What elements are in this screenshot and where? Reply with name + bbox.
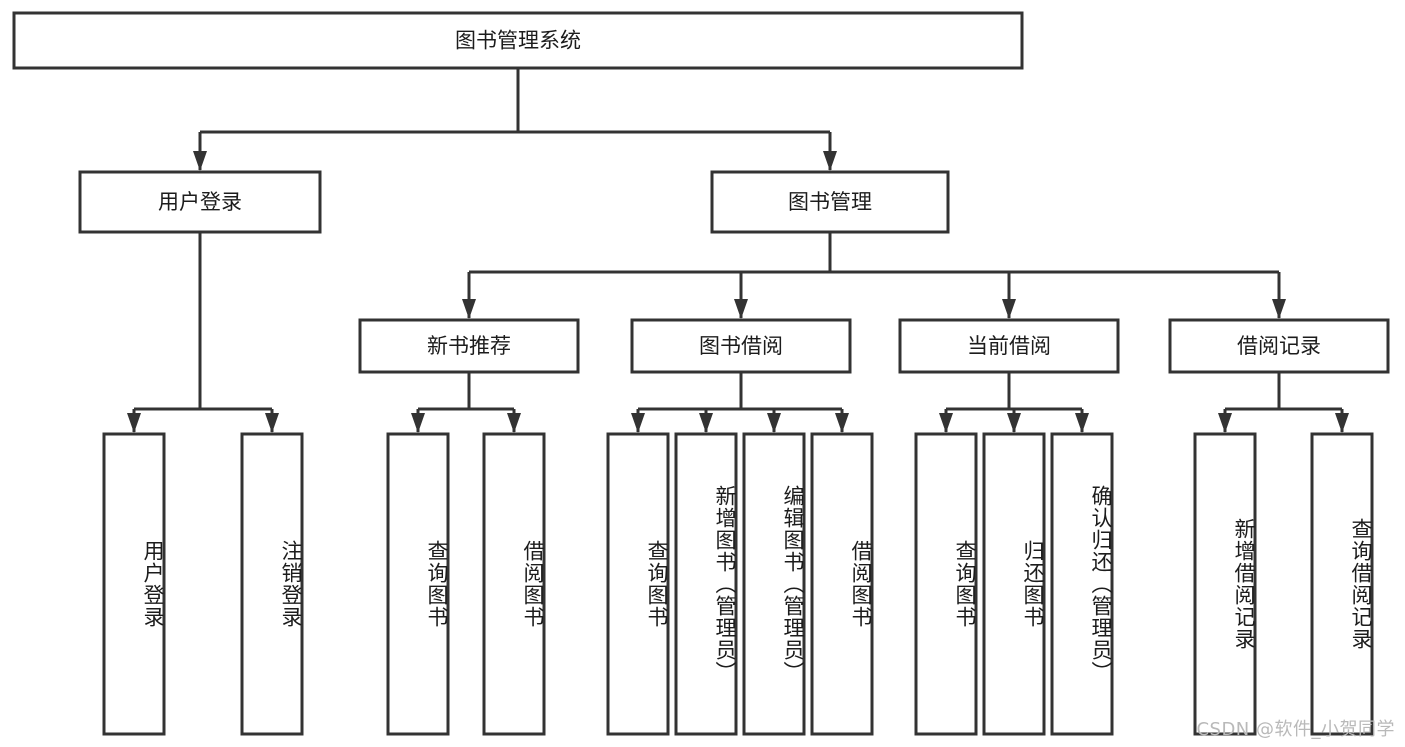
node-leaf-9[interactable] — [982, 432, 1046, 736]
arrow-head-icon — [699, 413, 713, 433]
node-level3-0[interactable] — [358, 318, 580, 374]
node-level3-label-0: 新书推荐 — [427, 334, 511, 358]
node-leaf-8[interactable] — [914, 432, 978, 736]
node-leaf-4[interactable] — [606, 432, 670, 736]
node-root-label: 图书管理系统 — [455, 29, 581, 53]
arrow-head-icon — [631, 413, 645, 433]
node-leaf-0[interactable] — [102, 432, 166, 736]
arrow-head-icon — [1218, 413, 1232, 433]
arrow-head-icon — [1272, 299, 1286, 319]
node-level2-1[interactable] — [710, 170, 950, 234]
node-leaf-12[interactable] — [1310, 432, 1374, 736]
node-leaf-10[interactable] — [1050, 432, 1114, 736]
arrow-head-icon — [835, 413, 849, 433]
node-level3-2[interactable] — [898, 318, 1120, 374]
node-level2-label-1: 图书管理 — [788, 190, 872, 214]
arrow-head-icon — [507, 413, 521, 433]
node-leaf-6[interactable] — [742, 432, 806, 736]
arrow-head-icon — [411, 413, 425, 433]
arrow-head-icon — [767, 413, 781, 433]
node-leaf-7[interactable] — [810, 432, 874, 736]
arrow-head-icon — [127, 413, 141, 433]
boxes-layer — [12, 11, 1390, 736]
node-level2-label-0: 用户登录 — [158, 190, 242, 214]
arrow-head-icon — [823, 151, 837, 171]
node-leaf-2[interactable] — [386, 432, 450, 736]
arrow-head-icon — [462, 299, 476, 319]
arrow-head-icon — [939, 413, 953, 433]
arrow-head-icon — [1335, 413, 1349, 433]
node-leaf-5[interactable] — [674, 432, 738, 736]
node-leaf-3[interactable] — [482, 432, 546, 736]
node-root[interactable] — [12, 11, 1024, 70]
arrow-head-icon — [734, 299, 748, 319]
connectors-layer — [127, 68, 1349, 433]
arrow-head-icon — [1007, 413, 1021, 433]
arrow-head-icon — [265, 413, 279, 433]
node-leaf-1[interactable] — [240, 432, 304, 736]
arrow-head-icon — [1075, 413, 1089, 433]
node-level2-0[interactable] — [78, 170, 322, 234]
watermark-text: CSDN @软件_小贺同学 — [1196, 719, 1395, 740]
node-level3-label-2: 当前借阅 — [967, 334, 1051, 358]
node-leaf-11[interactable] — [1193, 432, 1257, 736]
node-level3-label-1: 图书借阅 — [699, 334, 783, 358]
arrow-head-icon — [193, 151, 207, 171]
arrow-head-icon — [1002, 299, 1016, 319]
node-level3-label-3: 借阅记录 — [1237, 334, 1321, 358]
node-level3-3[interactable] — [1168, 318, 1390, 374]
node-level3-1[interactable] — [630, 318, 852, 374]
